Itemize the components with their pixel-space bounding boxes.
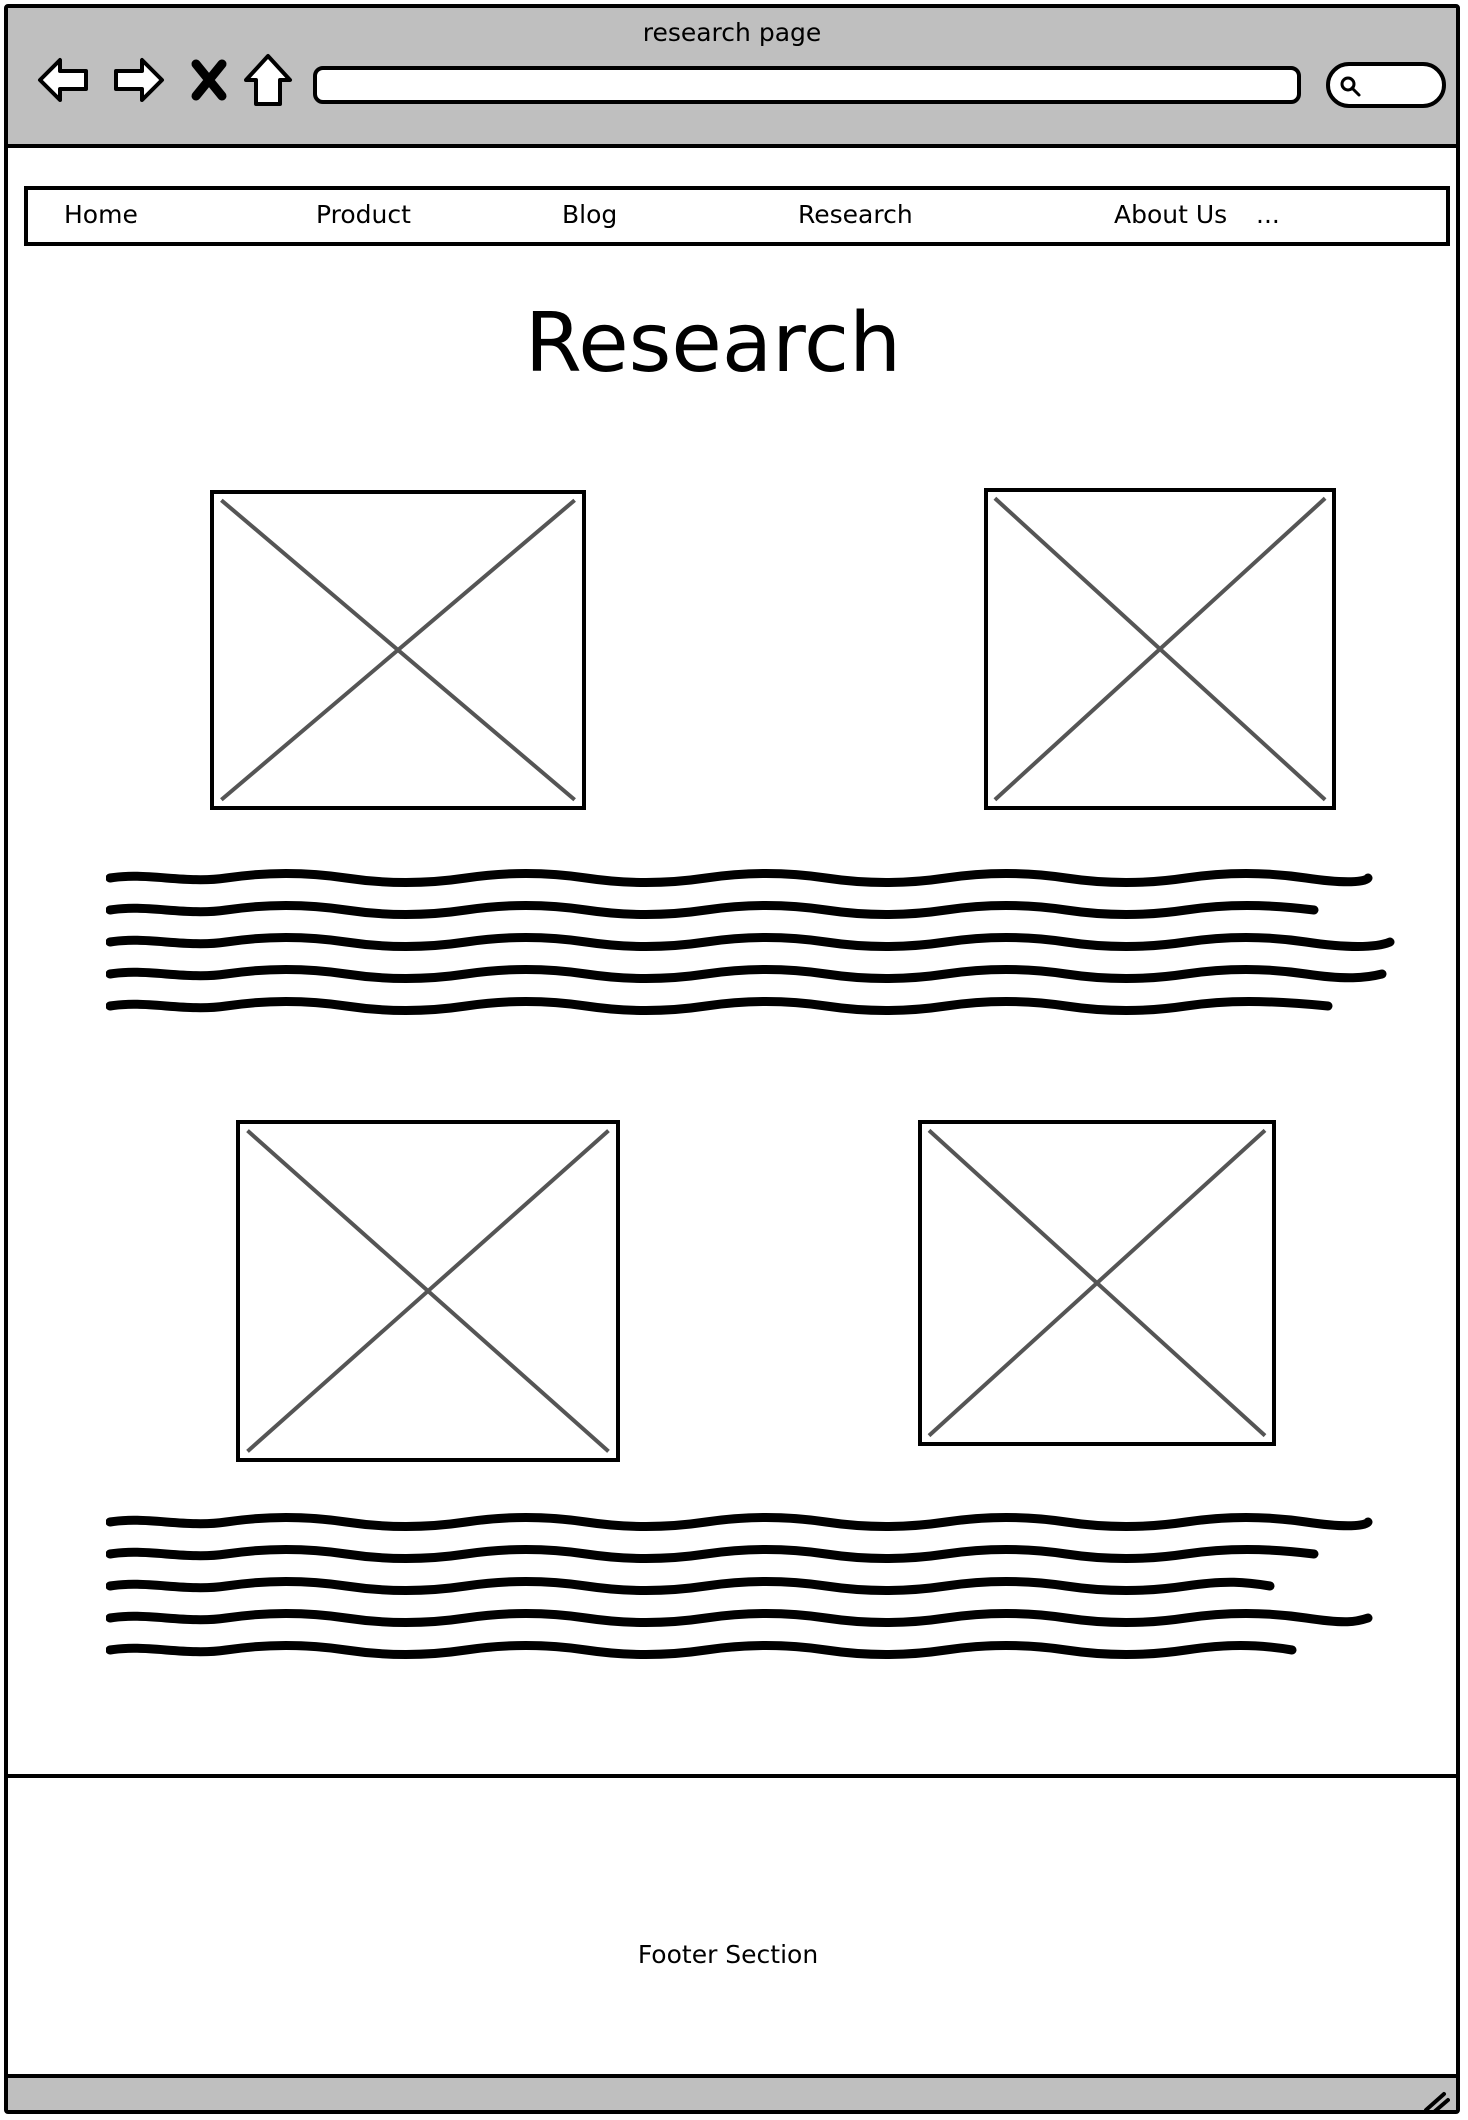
window-title: research page [642,18,822,47]
image-placeholder [236,1120,620,1462]
text-placeholder-block [106,1512,1396,1662]
back-arrow-icon[interactable] [34,50,94,110]
main-navbar: Home Product Blog Research About Us ... [24,186,1450,246]
footer: Footer Section [8,1774,1456,2080]
search-input[interactable] [1326,62,1446,108]
address-bar[interactable] [313,66,1301,104]
nav-item-blog[interactable]: Blog [562,200,618,229]
resize-grip-icon[interactable] [1420,2084,1450,2114]
search-icon [1340,76,1361,97]
nav-item-more[interactable]: ... [1256,200,1280,229]
image-placeholder [210,490,586,810]
text-placeholder-block [106,868,1396,1018]
page-title: Research [524,296,902,391]
browser-chrome: research page [8,8,1456,148]
nav-item-about-us[interactable]: About Us [1114,200,1228,229]
browser-window: research page Home Product Blog Research… [4,4,1460,2114]
status-bar [8,2074,1456,2114]
image-placeholder [918,1120,1276,1446]
image-placeholder [984,488,1336,810]
home-icon[interactable] [238,50,298,110]
nav-item-product[interactable]: Product [316,200,411,229]
close-icon[interactable] [180,50,240,110]
footer-label: Footer Section [637,1940,819,1969]
nav-item-home[interactable]: Home [64,200,138,229]
nav-item-research[interactable]: Research [798,200,913,229]
forward-arrow-icon[interactable] [108,50,168,110]
